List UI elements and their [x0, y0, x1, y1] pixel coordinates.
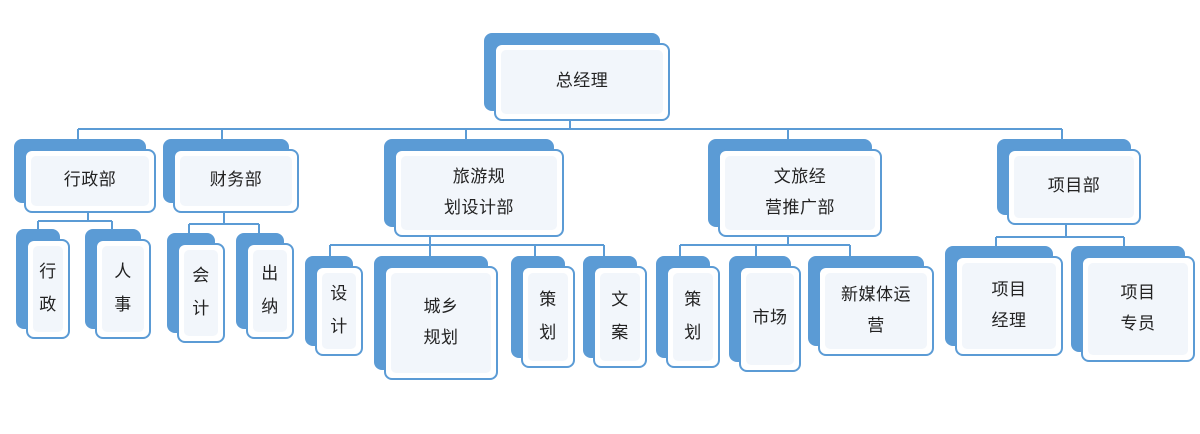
node-planning-a: 策 划	[511, 256, 575, 368]
node-general-manager: 总经理	[484, 33, 670, 121]
node-label: 新媒体运 营	[841, 284, 911, 336]
node-hr: 人 事	[85, 229, 151, 339]
node-admin-dept: 行政部	[14, 139, 156, 213]
node-culture-tourism-dept: 文旅经 营推广部	[708, 139, 882, 237]
node-label: 旅游规 划设计部	[444, 166, 514, 218]
node-label: 会 计	[192, 265, 210, 319]
node-label: 行政部	[63, 170, 117, 191]
node-project-dept: 项目部	[997, 139, 1141, 225]
node-admin-staff: 行 政	[16, 229, 70, 339]
node-design: 设 计	[305, 256, 363, 356]
node-label: 设 计	[330, 283, 348, 337]
node-label: 文旅经 营推广部	[765, 166, 835, 218]
node-accounting: 会 计	[167, 233, 225, 343]
node-project-manager: 项目 经理	[945, 246, 1063, 356]
node-label: 项目 专员	[1120, 282, 1156, 334]
node-market: 市场	[729, 256, 801, 372]
node-label: 出 纳	[261, 263, 279, 317]
node-label: 项目部	[1047, 176, 1101, 197]
node-new-media: 新媒体运 营	[808, 256, 934, 356]
node-label: 项目 经理	[991, 279, 1027, 331]
node-cashier: 出 纳	[236, 233, 294, 339]
node-label: 财务部	[209, 170, 263, 191]
node-project-specialist: 项目 专员	[1071, 246, 1195, 362]
node-tourism-planning-dept: 旅游规 划设计部	[384, 139, 564, 237]
node-planning-b: 策 划	[656, 256, 720, 368]
node-finance-dept: 财务部	[163, 139, 299, 213]
node-label: 策 划	[539, 289, 557, 343]
node-label: 策 划	[684, 289, 702, 343]
node-label: 人 事	[114, 261, 132, 315]
node-label: 城乡 规划	[423, 296, 459, 348]
node-label: 行 政	[39, 261, 57, 315]
node-copywriting: 文 案	[583, 256, 647, 368]
node-urban-rural-planning: 城乡 规划	[374, 256, 498, 380]
node-label: 市场	[752, 308, 788, 329]
node-label: 文 案	[611, 289, 629, 343]
node-label: 总经理	[555, 71, 609, 92]
